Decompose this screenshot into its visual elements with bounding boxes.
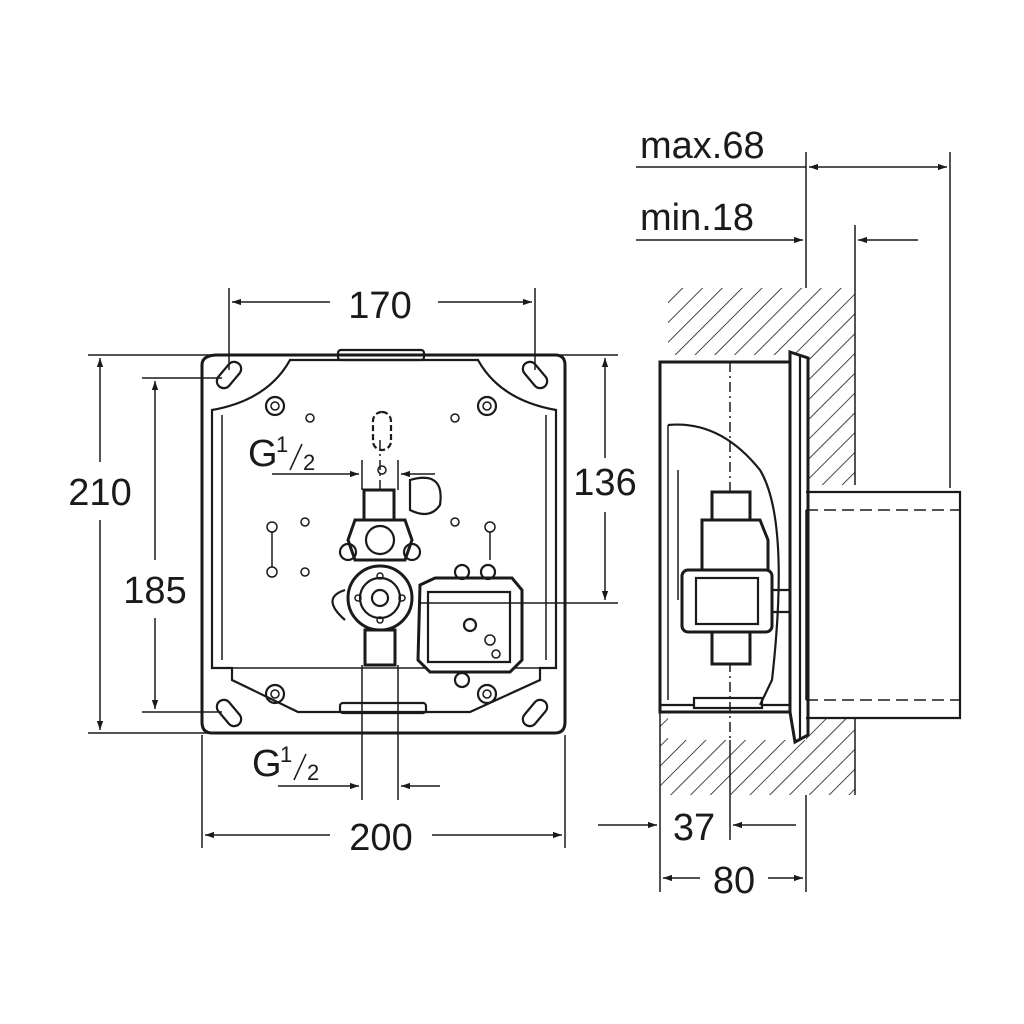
dimension-210: 210	[68, 354, 218, 734]
cable-slot	[371, 410, 393, 452]
dimension-min18: min.18	[636, 197, 918, 288]
inner-frame	[210, 358, 558, 714]
label-80: 80	[713, 860, 755, 902]
valve-body	[331, 488, 422, 667]
pipes	[805, 490, 962, 720]
connection-top-numerator: 1	[276, 432, 288, 457]
dimension-136: 136	[420, 354, 637, 604]
mounting-slots	[215, 360, 549, 728]
connection-bottom-numerator: 1	[280, 742, 292, 767]
dimension-max68: max.68	[636, 125, 951, 488]
wall-hatch-right	[806, 288, 855, 795]
connection-bottom-denominator: 2	[307, 760, 319, 785]
label-max68: max.68	[640, 125, 765, 167]
dimension-80: 80	[663, 795, 807, 902]
label-37: 37	[673, 807, 715, 849]
connection-bottom: G 1 2	[252, 665, 440, 800]
top-tab	[336, 348, 426, 362]
dimension-200: 200	[201, 735, 566, 859]
front-view: 170 200 210 185	[68, 285, 636, 859]
label-210: 210	[68, 472, 131, 514]
dimension-37: 37	[598, 712, 796, 892]
fixing-points	[266, 413, 496, 578]
arc-element	[408, 476, 442, 516]
label-185: 185	[123, 570, 186, 612]
mounting-plate	[200, 353, 567, 735]
bottom-tab	[338, 701, 428, 715]
connection-top-denominator: 2	[303, 450, 315, 475]
connection-bottom-letter: G	[252, 743, 282, 785]
valve-side	[680, 490, 790, 666]
connection-top: G 1 2	[248, 432, 435, 490]
dimension-170: 170	[228, 285, 536, 370]
wall-hatch-left	[660, 288, 806, 795]
label-min18: min.18	[640, 197, 754, 239]
label-136: 136	[573, 462, 636, 504]
label-200: 200	[349, 817, 412, 859]
screw-bosses	[264, 395, 498, 705]
connection-top-letter: G	[248, 433, 278, 475]
label-170: 170	[348, 285, 411, 327]
side-view: max.68 min.18 37 80	[598, 125, 962, 902]
dimension-185: 185	[123, 377, 222, 713]
solenoid-box	[416, 563, 524, 689]
